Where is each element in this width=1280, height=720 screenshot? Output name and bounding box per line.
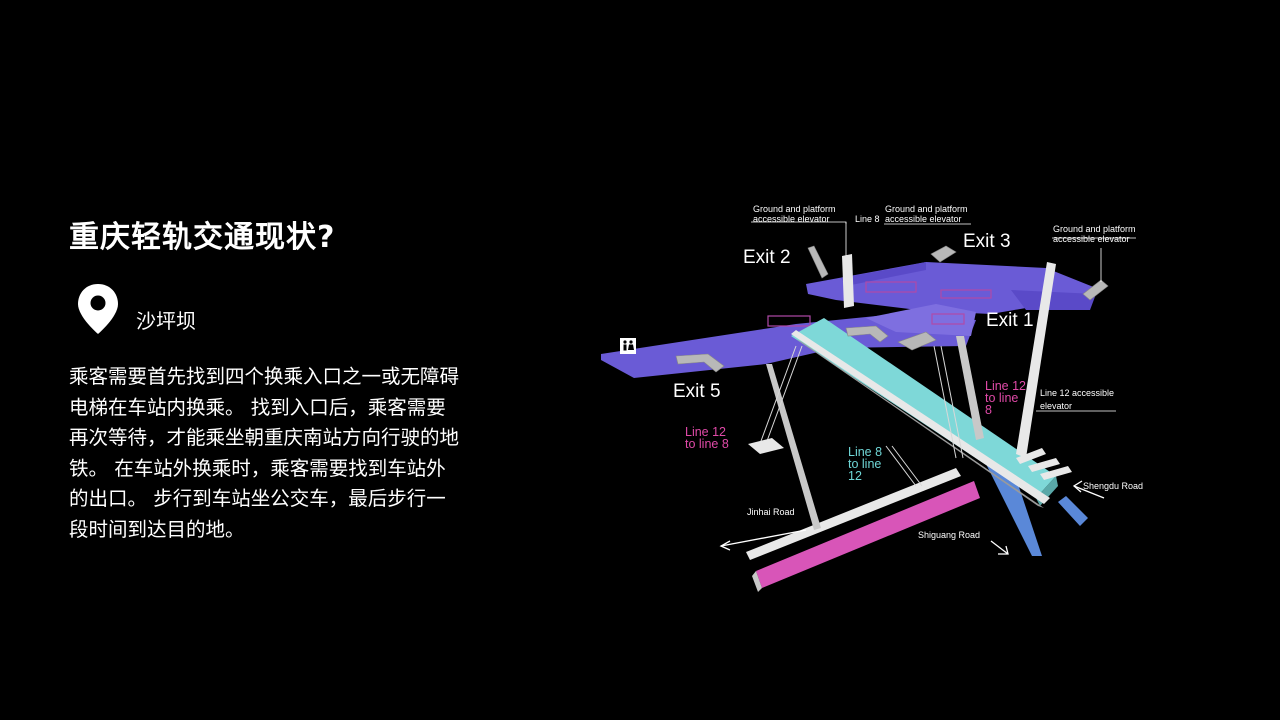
shiguang-road-label: Shiguang Road	[918, 530, 980, 540]
elevator-label-2: Ground and platform accessible elevator	[885, 204, 968, 224]
exit-5-label: Exit 5	[673, 381, 721, 402]
svg-text:Line 8: Line 8	[848, 445, 882, 459]
road-arrows	[719, 480, 1105, 555]
stairways	[760, 345, 964, 487]
description-text: 乘客需要首先找到四个换乘入口之一或无障碍电梯在车站内换乘。 找到入口后，乘客需要…	[69, 365, 460, 541]
exit-bars	[1016, 448, 1072, 480]
svg-text:accessible elevator: accessible elevator	[1053, 234, 1130, 244]
upper-concourse	[806, 262, 1096, 314]
svg-text:elevator: elevator	[1040, 401, 1072, 411]
svg-text:Line 12 accessible: Line 12 accessible	[1040, 388, 1114, 398]
escalators	[675, 245, 1109, 373]
restroom-icon	[620, 338, 636, 354]
svg-text:8: 8	[985, 403, 992, 417]
page-title: 重庆轻轨交通现状?	[69, 220, 336, 255]
svg-text:Ground and platform: Ground and platform	[1053, 224, 1136, 234]
station-map: Ground and platform accessible elevator …	[601, 204, 1143, 592]
line12-to-line8-right-label: Line 12 to line 8	[985, 379, 1026, 417]
exit-2-label: Exit 2	[743, 247, 791, 268]
svg-text:accessible elevator: accessible elevator	[885, 214, 962, 224]
location-label: 沙坪坝	[136, 309, 196, 333]
svg-text:Line 12: Line 12	[685, 425, 726, 439]
line8-to-line12-label: Line 8 to line 12	[848, 445, 882, 483]
svg-text:to line: to line	[985, 391, 1018, 405]
svg-text:Ground and platform: Ground and platform	[885, 204, 968, 214]
exit-1-label: Exit 1	[986, 310, 1034, 331]
landing	[748, 438, 784, 454]
leader-lines	[751, 221, 1136, 412]
line8-label: Line 8	[855, 214, 880, 224]
line12-accessible-elevator-label: Line 12 accessible elevator	[1040, 388, 1114, 411]
road-shiguang	[746, 468, 980, 592]
jinhai-road-label: Jinhai Road	[747, 507, 795, 517]
svg-text:to line 8: to line 8	[685, 437, 729, 451]
svg-text:to line: to line	[848, 457, 881, 471]
line12-to-line8-left-label: Line 12 to line 8	[685, 425, 729, 451]
svg-text:accessible elevator: accessible elevator	[753, 214, 830, 224]
road-blue-strip	[986, 464, 1088, 556]
exit-3-label: Exit 3	[963, 231, 1011, 252]
elevator-label-3: Ground and platform accessible elevator	[1053, 224, 1136, 244]
location-row: 沙坪坝	[76, 282, 196, 336]
svg-text:Ground and platform: Ground and platform	[753, 204, 836, 214]
shengdu-road-label: Shengdu Road	[1083, 481, 1143, 491]
elevator-label-1: Ground and platform accessible elevator	[753, 204, 836, 224]
svg-text:Line 12: Line 12	[985, 379, 1026, 393]
svg-text:12: 12	[848, 469, 862, 483]
platform	[791, 318, 1058, 508]
map-pin-icon	[78, 284, 118, 334]
